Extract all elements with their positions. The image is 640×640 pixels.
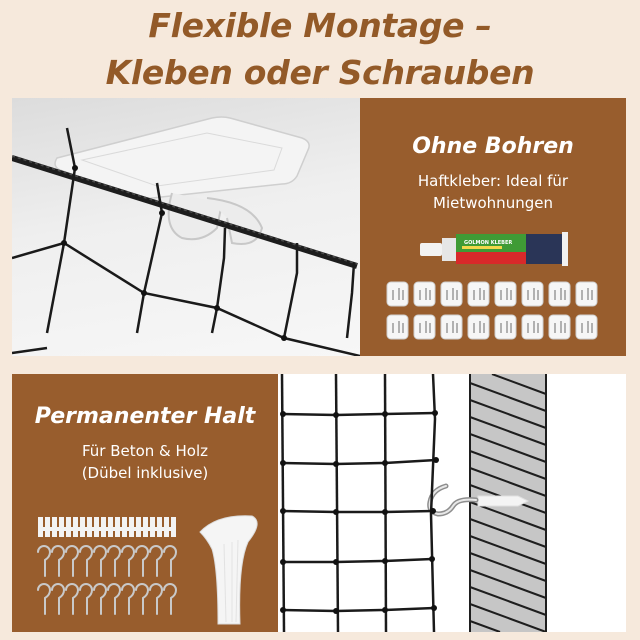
cable-ties-icon bbox=[199, 515, 258, 625]
net-screw-hook-wall-illustration bbox=[280, 374, 547, 632]
dowels-and-hooks-icon bbox=[37, 515, 258, 625]
adhesive-hooks-set-icon bbox=[386, 281, 598, 340]
screw-option-subtitle-2: (Dübel inklusive) bbox=[81, 464, 209, 482]
dowel-icon bbox=[477, 495, 530, 507]
adhesive-option-title: Ohne Bohren bbox=[412, 134, 574, 159]
screw-option-subtitle-1: Für Beton & Holz bbox=[81, 442, 209, 460]
screw-option-card: Permanenter Halt Für Beton & Holz (Dübel… bbox=[12, 374, 278, 632]
glue-tube-icon: GOLMON KLEBER bbox=[420, 232, 568, 266]
adhesive-option-subtitle-2: Mietwohnungen bbox=[433, 194, 553, 212]
adhesive-option-card: Ohne Bohren Haftkleber: Ideal für Mietwo… bbox=[360, 98, 626, 356]
adhesive-option-subtitle-1: Haftkleber: Ideal für bbox=[417, 172, 569, 190]
net-adhesive-hook-illustration bbox=[12, 116, 360, 356]
screw-option-title: Permanenter Halt bbox=[34, 404, 256, 429]
headline: Flexible Montage – Kleben oder Schrauben bbox=[0, 2, 640, 96]
svg-text:GOLMON KLEBER: GOLMON KLEBER bbox=[464, 240, 512, 246]
screw-hook-wall-photo bbox=[278, 374, 626, 632]
headline-line-1: Flexible Montage – bbox=[148, 6, 492, 45]
headline-line-2: Kleben oder Schrauben bbox=[105, 53, 535, 92]
adhesive-hook-photo bbox=[12, 98, 360, 356]
